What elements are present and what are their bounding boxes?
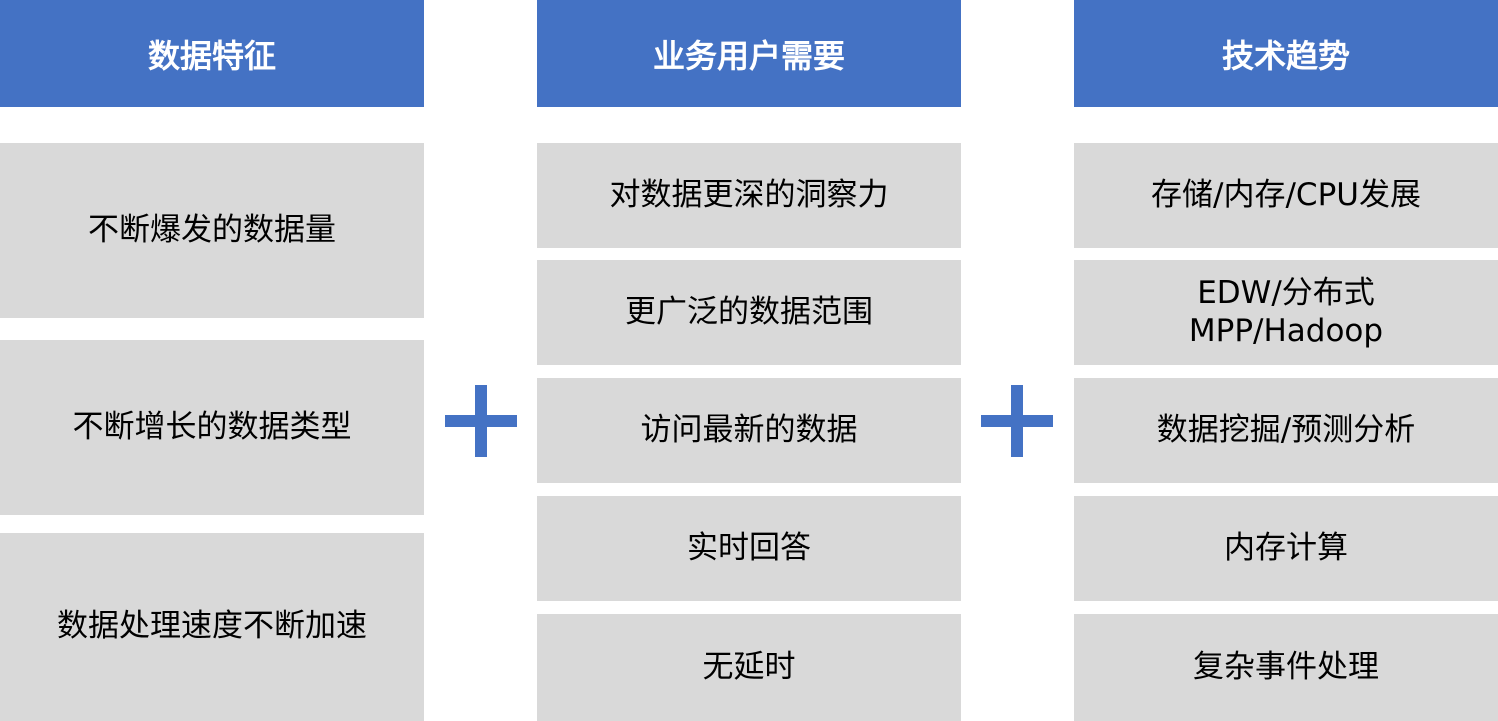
- tech-trend-item: 复杂事件处理: [1074, 614, 1498, 721]
- tech-trend-item: EDW/分布式 MPP/Hadoop: [1074, 260, 1498, 365]
- column-header-tech-trends: 技术趋势: [1074, 0, 1498, 107]
- tech-trend-item: 内存计算: [1074, 496, 1498, 601]
- business-need-item: 更广泛的数据范围: [537, 260, 961, 365]
- business-need-item: 对数据更深的洞察力: [537, 143, 961, 248]
- column-header-business-needs: 业务用户需要: [537, 0, 961, 107]
- tech-trend-item: 数据挖掘/预测分析: [1074, 378, 1498, 483]
- data-feature-item: 不断增长的数据类型: [0, 340, 424, 515]
- tech-trend-item: 存储/内存/CPU发展: [1074, 143, 1498, 248]
- business-need-item: 无延时: [537, 614, 961, 721]
- plus-icon: [981, 385, 1053, 457]
- plus-icon: [445, 385, 517, 457]
- column-header-data-features: 数据特征: [0, 0, 424, 107]
- data-feature-item: 不断爆发的数据量: [0, 143, 424, 318]
- business-need-item: 实时回答: [537, 496, 961, 601]
- data-feature-item: 数据处理速度不断加速: [0, 533, 424, 721]
- business-need-item: 访问最新的数据: [537, 378, 961, 483]
